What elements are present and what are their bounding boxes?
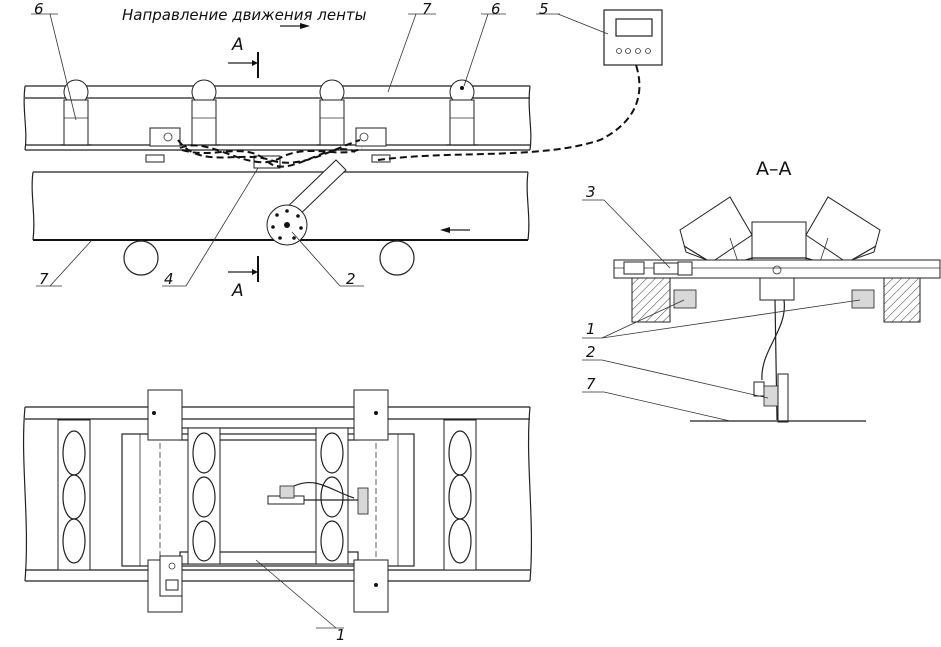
- callout-3: 3: [586, 183, 596, 201]
- callout-1-plan: 1: [336, 626, 346, 644]
- callout-6-left: 6: [34, 0, 44, 18]
- callout-7-top: 7: [422, 0, 432, 18]
- load-cell: [673, 289, 697, 309]
- plan-idler: [443, 419, 477, 571]
- roller-stand: [446, 79, 478, 146]
- speed-sensor: [266, 159, 347, 246]
- roller-stand: [188, 79, 220, 146]
- callout-6-right: 6: [491, 0, 501, 18]
- callout-4: 4: [164, 270, 174, 288]
- callout-2-section: 2: [586, 343, 596, 361]
- section-title: А–А: [756, 158, 792, 180]
- svg-text:А: А: [231, 281, 244, 301]
- callout-5: 5: [539, 0, 549, 18]
- callout-7-bottom: 7: [39, 270, 49, 288]
- plan-speed-sensor: [267, 481, 369, 515]
- side-view: Направление движения ленты: [23, 0, 663, 301]
- section-view: А–А: [582, 158, 941, 423]
- section-mark-top: А: [228, 35, 259, 78]
- conveyor-frame: [23, 85, 532, 241]
- sensor-3: [623, 261, 693, 276]
- leader-1-plan: [255, 559, 337, 629]
- support-right: [883, 277, 921, 323]
- plan-idler: [187, 427, 221, 565]
- load-cell: [851, 289, 875, 309]
- leader-lines: [31, 13, 609, 287]
- plan-view: 1: [22, 389, 533, 644]
- roller-stand: [316, 79, 348, 146]
- bracket: [353, 389, 389, 441]
- bracket: [147, 389, 183, 441]
- callout-1-section: 1: [586, 320, 596, 338]
- roller-stand: [60, 79, 92, 146]
- cable-bundle: [177, 61, 641, 168]
- return-roller: [123, 240, 159, 276]
- section-leaders: [582, 199, 861, 422]
- weighing-frame: [121, 427, 415, 567]
- section-mark-bottom: А: [228, 256, 259, 301]
- load-cell-center: [759, 277, 795, 301]
- return-roller: [379, 240, 415, 276]
- controller-unit: [603, 9, 663, 66]
- svg-text:А: А: [231, 35, 244, 55]
- callout-7-section: 7: [586, 375, 596, 393]
- troughing-idler: [679, 196, 881, 269]
- bracket: [353, 559, 389, 613]
- support-left: [631, 277, 671, 323]
- speed-sensor-section: [753, 265, 789, 423]
- plan-idler: [57, 419, 91, 571]
- weigh-sensor: [145, 127, 181, 163]
- callout-2-side: 2: [346, 270, 356, 288]
- direction-label: Направление движения ленты: [122, 6, 367, 24]
- plan-idler: [315, 427, 349, 565]
- weigh-sensor: [355, 127, 391, 163]
- plan-sensor-cluster: [159, 555, 183, 597]
